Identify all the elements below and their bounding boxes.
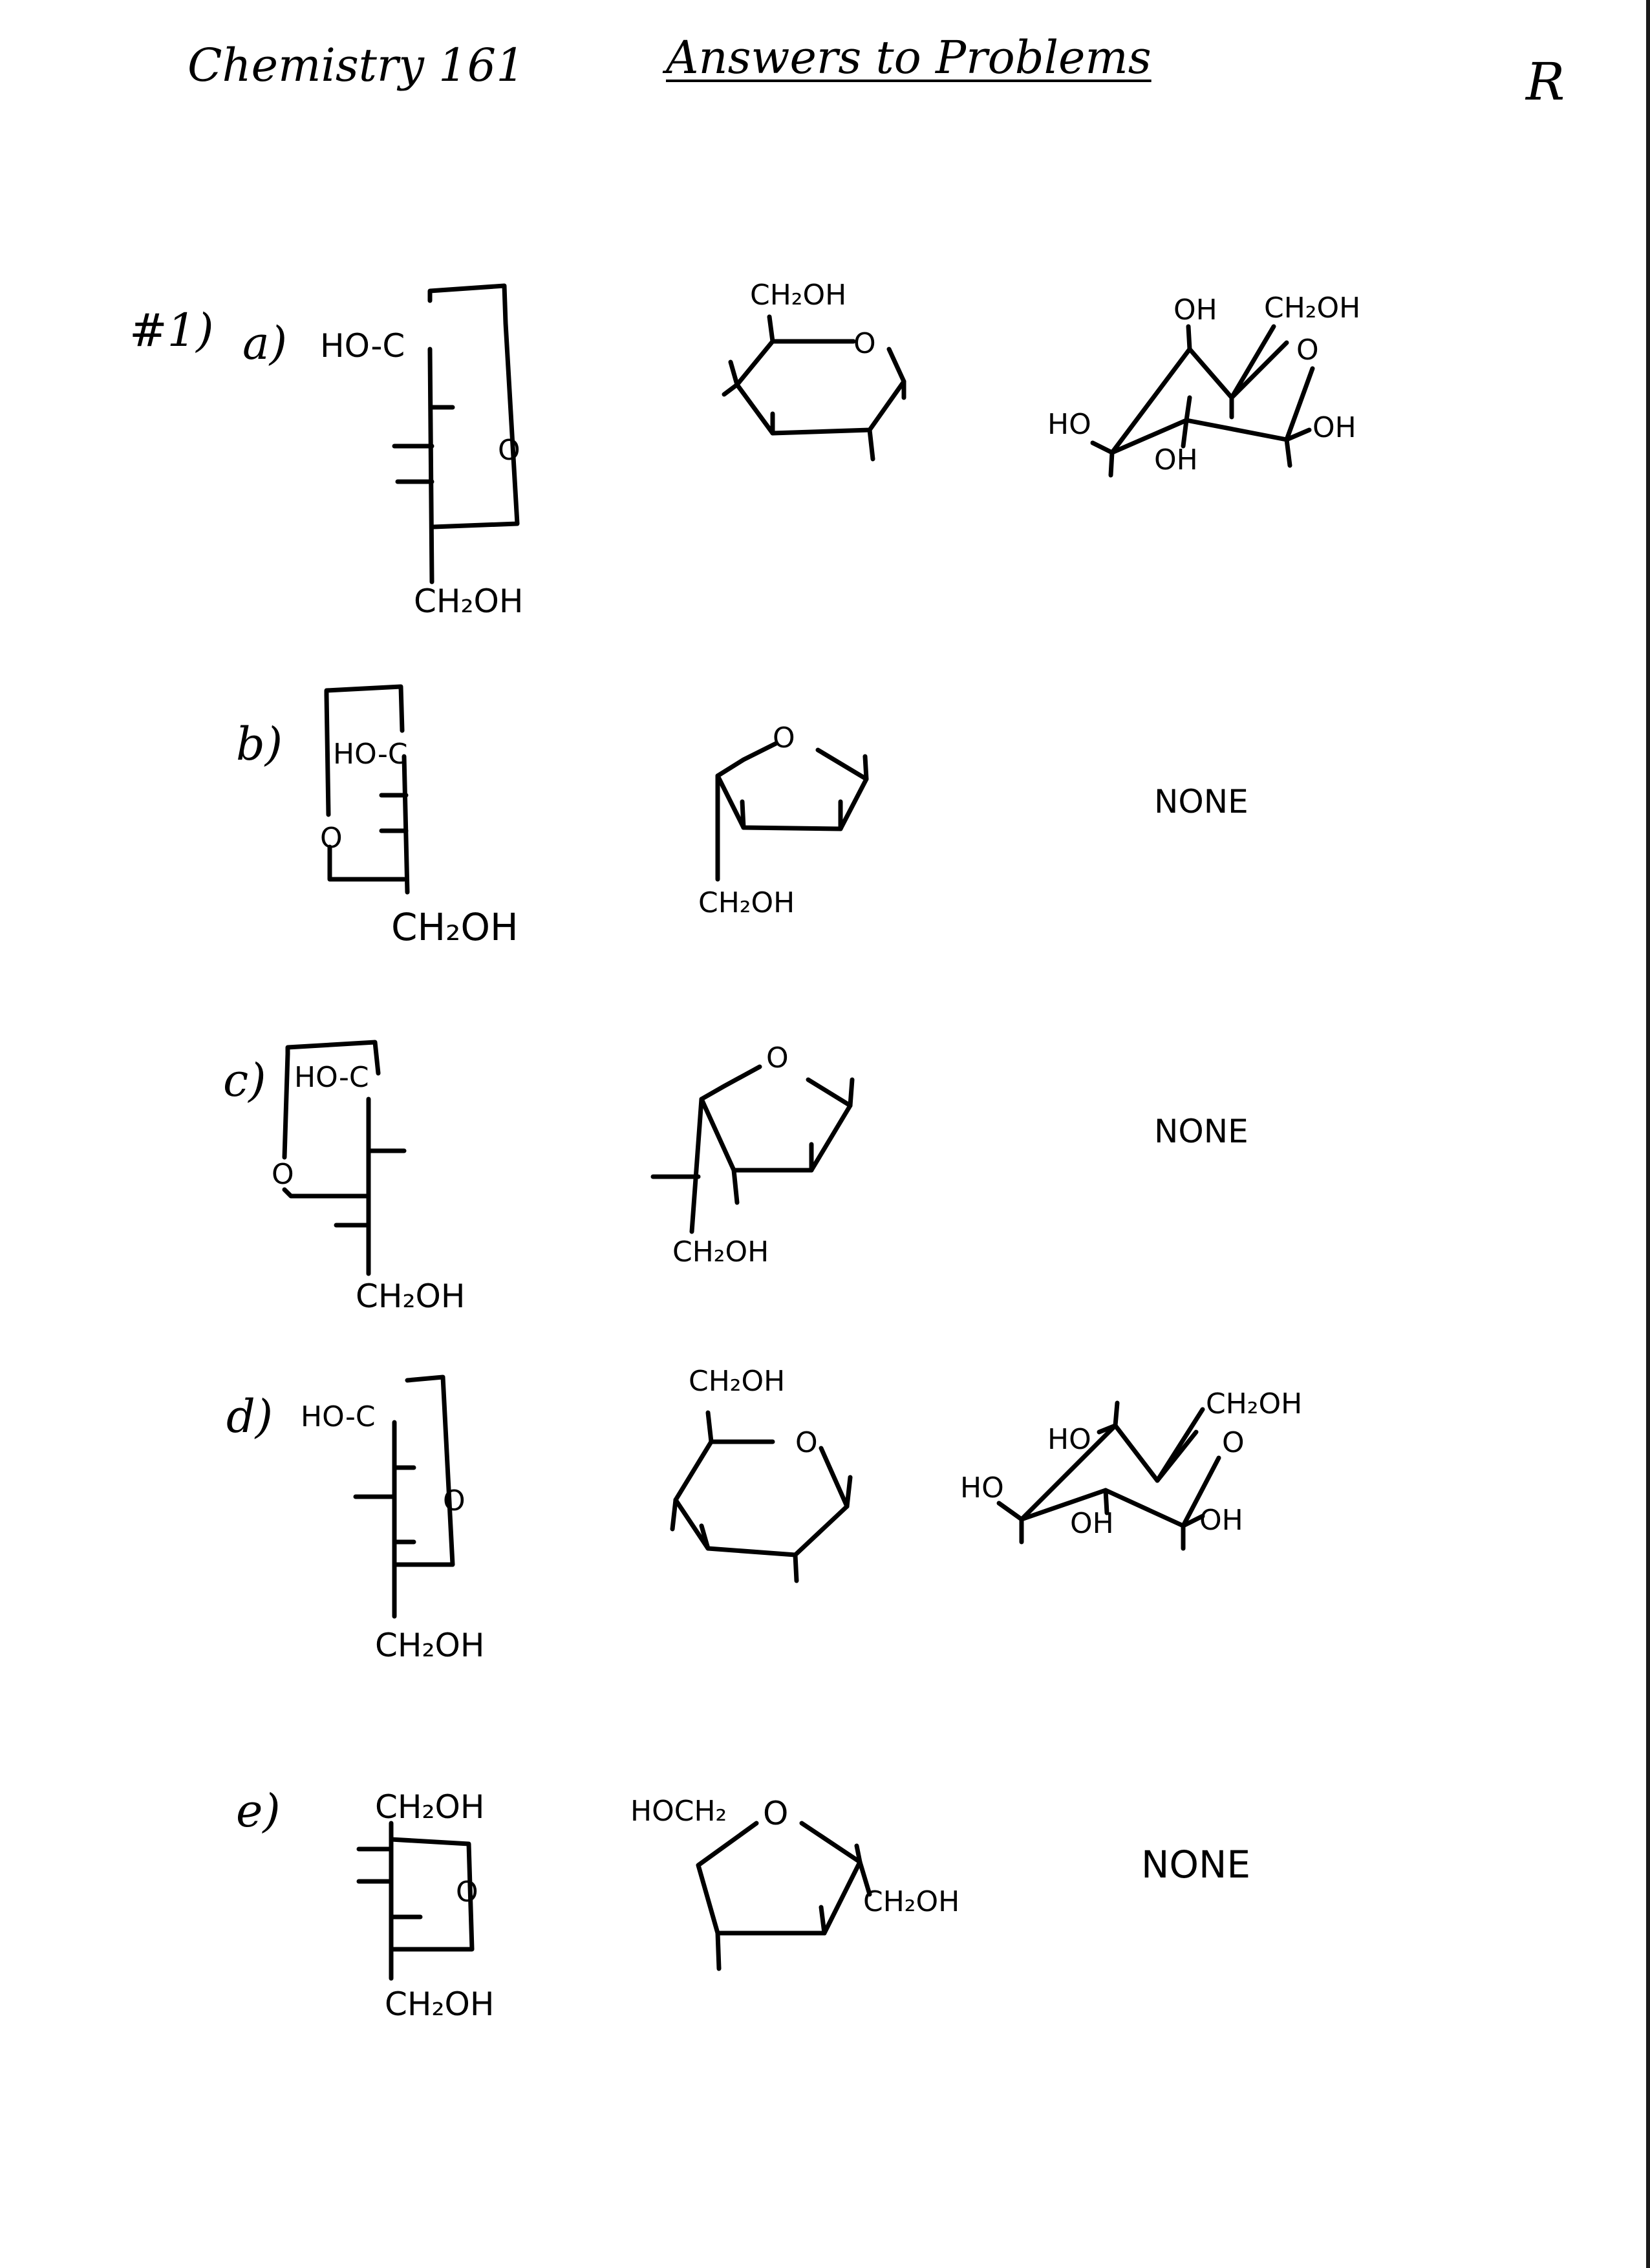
haworth-a-top-label: CH₂OH (750, 279, 847, 312)
haworth-e-top-left-label: HOCH₂ (630, 1795, 727, 1828)
chair-a-oh-top: OH (1173, 294, 1217, 326)
haworth-d (670, 1410, 853, 1583)
chair-d-ho-top: HO (1047, 1423, 1091, 1456)
chair-d-oh-right: OH (1199, 1504, 1243, 1537)
haworth-b-ring-oxygen: O (773, 722, 795, 754)
problem-number: #1) (129, 304, 214, 357)
fischer-d-top-label: HO-C (301, 1400, 376, 1433)
haworth-e (696, 1821, 872, 1971)
fischer-e-top-label: CH₂OH (375, 1788, 485, 1826)
part-d-letter: d) (226, 1390, 273, 1443)
fischer-c-ring-oxygen: O (272, 1158, 294, 1191)
chair-d-ring-oxygen: O (1222, 1426, 1245, 1459)
haworth-a (722, 314, 906, 462)
chair-a-ho-left: HO (1047, 408, 1091, 441)
haworth-d-ring-oxygen: O (795, 1426, 818, 1459)
fischer-a-bottom-label: CH₂OH (414, 583, 524, 620)
chair-d (996, 1400, 1221, 1551)
course-title: Chemistry 161 (188, 39, 525, 92)
fischer-a-ring-oxygen: O (498, 434, 520, 467)
haworth-e-right-label: CH₂OH (863, 1885, 960, 1918)
haworth-c-bottom-label: CH₂OH (672, 1236, 769, 1268)
chair-d-ho-left: HO (960, 1471, 1004, 1504)
page-right-edge (1646, 0, 1650, 2268)
chair-a (1090, 324, 1315, 478)
fischer-d (353, 1375, 455, 1619)
chair-a-oh-right: OH (1312, 411, 1356, 444)
fischer-a (392, 283, 520, 584)
fischer-c-top-label: HO-C (294, 1061, 369, 1094)
haworth-d-top-label: CH₂OH (689, 1365, 786, 1398)
haworth-c-ring-oxygen: O (766, 1042, 789, 1075)
fischer-b-bottom-label: CH₂OH (391, 905, 519, 949)
fischer-b-top-label: HO-C (333, 738, 408, 771)
haworth-b (715, 741, 869, 882)
fischer-c (282, 1040, 407, 1276)
fischer-b (324, 684, 410, 895)
fischer-e-ring-oxygen: O (456, 1876, 478, 1909)
haworth-e-ring-oxygen: O (763, 1795, 789, 1832)
page-mark: R (1526, 52, 1565, 112)
fischer-a-top-label: HO-C (320, 327, 405, 365)
haworth-b-bottom-label: CH₂OH (698, 886, 795, 919)
part-e-none: NONE (1141, 1843, 1251, 1887)
haworth-a-ring-oxygen: O (853, 327, 876, 360)
chair-a-oh-bottom: OH (1154, 444, 1198, 476)
fischer-e (356, 1821, 475, 1981)
part-c-letter: c) (223, 1054, 266, 1107)
chair-d-oh-bottom: OH (1070, 1507, 1114, 1540)
part-a-letter: a) (242, 317, 288, 370)
chair-d-ch2oh: CH₂OH (1206, 1387, 1303, 1420)
part-b-letter: b) (236, 718, 283, 771)
fischer-b-ring-oxygen: O (320, 822, 343, 855)
fischer-d-bottom-label: CH₂OH (375, 1627, 485, 1664)
chair-a-ch2oh: CH₂OH (1264, 292, 1361, 325)
haworth-c (650, 1064, 855, 1234)
part-b-none: NONE (1154, 783, 1248, 820)
part-c-none: NONE (1154, 1113, 1248, 1150)
part-e-letter: e) (236, 1784, 281, 1837)
fischer-e-bottom-label: CH₂OH (385, 1985, 495, 2023)
chair-a-ring-oxygen: O (1296, 334, 1319, 367)
page-heading: Answers to Problems (666, 31, 1152, 84)
fischer-d-ring-oxygen: O (443, 1484, 466, 1517)
fischer-c-bottom-label: CH₂OH (356, 1278, 466, 1315)
